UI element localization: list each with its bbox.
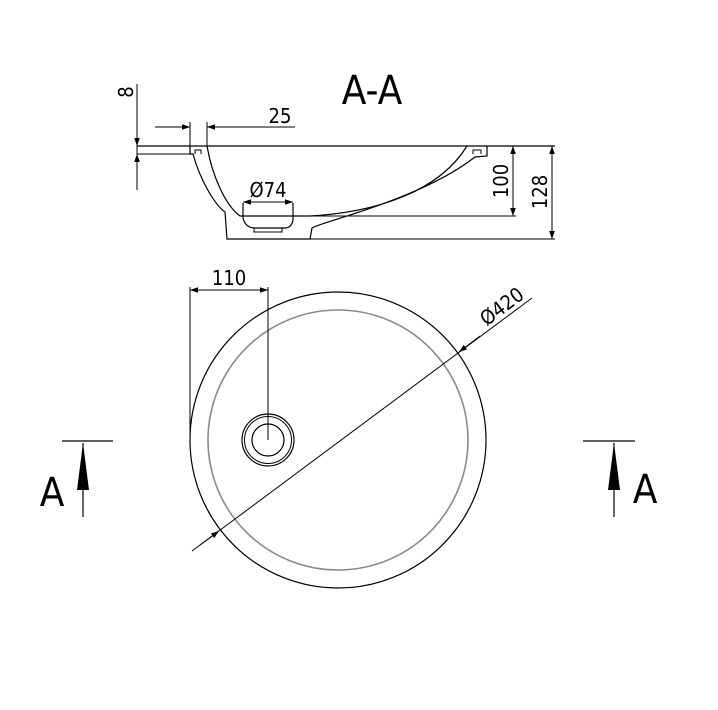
basin-outer-circle [189, 291, 487, 589]
dim-total-height: 128 [528, 175, 552, 209]
dim-inner-depth: 100 [489, 164, 513, 198]
section-marker-left: A [40, 440, 113, 517]
basin-inner-circle [207, 309, 469, 571]
section-title: A-A [342, 68, 403, 114]
basin-outer-profile [189, 146, 488, 240]
basin-inner-profile [206, 145, 468, 217]
rim-groove-right [472, 149, 482, 154]
section-label-left: A [40, 470, 65, 516]
drain-outlet [253, 227, 283, 233]
dim-outer-diameter: Ø420 [475, 282, 528, 330]
dim-drain-offset: 110 [212, 266, 246, 290]
section-label-right: A [633, 467, 658, 513]
plan-view: 110 Ø420 [189, 266, 533, 589]
diameter-line [191, 297, 533, 552]
section-marker-right: A [583, 440, 658, 517]
dim-rim-thickness: 8 [114, 86, 138, 97]
rim-groove-left [194, 149, 202, 154]
section-view: A-A 8 25 Ø74 100 128 [114, 68, 555, 240]
dim-rim-width: 25 [269, 104, 292, 128]
dim-drain-diameter: Ø74 [249, 178, 286, 202]
